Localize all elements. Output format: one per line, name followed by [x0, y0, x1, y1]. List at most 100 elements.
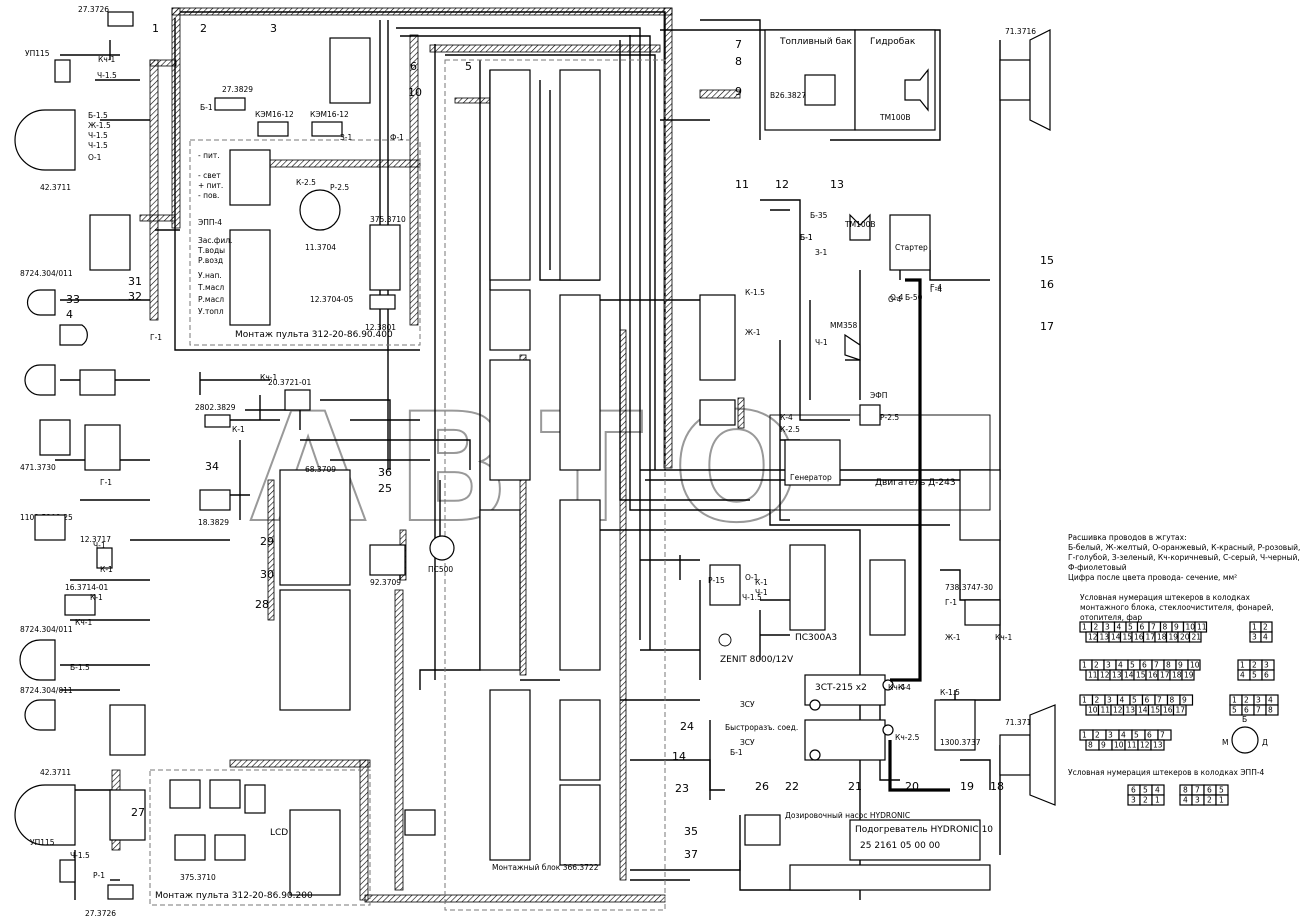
- wire-label: Б-1: [200, 103, 213, 112]
- wire-label: К-2.5: [296, 178, 316, 187]
- plug-mb-num: 15: [1123, 633, 1133, 642]
- panel-boundary-2: [149, 769, 371, 906]
- plug-mb-num: 14: [1111, 633, 1121, 642]
- epp-plug-8-num: 5: [1219, 786, 1224, 795]
- plug-sq4-num: 1: [1232, 696, 1237, 705]
- wire-label: Ч-1.5: [88, 131, 108, 140]
- callout-13: 13: [830, 178, 844, 191]
- svg-text:ТМ100В: ТМ100В: [844, 220, 876, 229]
- wire-label: Ч-1.5: [97, 71, 117, 80]
- plug-sq4-num: 6: [1244, 706, 1249, 715]
- callout-28: 28: [255, 598, 269, 611]
- hydro-tank-box: Гидробак ТМ100В: [854, 29, 936, 131]
- plug-sq3: [1261, 669, 1275, 681]
- plug-wiper-num: 4: [1118, 661, 1123, 670]
- plug-heater-num: 2: [1095, 731, 1100, 740]
- wire-label: Г-4: [930, 283, 942, 292]
- plug-lamp-num: 2: [1095, 696, 1100, 705]
- epp-plug-8-num: 8: [1183, 786, 1188, 795]
- plug-heater-num: 5: [1134, 731, 1139, 740]
- plug-sq3-num: 4: [1240, 671, 1245, 680]
- plug-sq4-num: 3: [1256, 696, 1261, 705]
- plug-lamp-num: 8: [1170, 696, 1175, 705]
- epp4-pin-label: - пов.: [198, 191, 219, 200]
- plug-wiper-num: 6: [1142, 661, 1147, 670]
- wire-label: Р-1: [93, 871, 105, 880]
- callout-22: 22: [785, 780, 799, 793]
- callout-26: 26: [755, 780, 769, 793]
- epp4-pin-label: Р.возд: [198, 256, 223, 265]
- mounting-block-boundary: [444, 59, 666, 911]
- wire-label: Ч-1.5: [70, 851, 90, 860]
- plug-wiper: [1181, 669, 1195, 681]
- plug-heater-num: 4: [1121, 731, 1126, 740]
- epp4-pin-label: Р.масл: [198, 295, 224, 304]
- svg-text:71.3716: 71.3716: [1005, 27, 1036, 36]
- svg-text:ЭПП-4: ЭПП-4: [198, 218, 222, 227]
- wire-label: К-4: [898, 683, 911, 692]
- epp-plug-8-num: 6: [1207, 786, 1212, 795]
- battery-cable: [890, 278, 922, 682]
- svg-text:КЭМ16-12: КЭМ16-12: [310, 110, 349, 119]
- svg-text:Топливный бак: Топливный бак: [779, 37, 853, 47]
- callout-15: 15: [1040, 254, 1054, 267]
- epp-plug-6-num: 2: [1143, 796, 1148, 805]
- legend: Расшивка проводов в жгутах: Б-белый, Ж-ж…: [1068, 533, 1300, 806]
- plug-mb-num: 8: [1163, 623, 1168, 632]
- plug-lamp-num: 13: [1126, 706, 1136, 715]
- plug-mb-num: 21: [1192, 633, 1202, 642]
- plug-wiper-num: 5: [1130, 661, 1135, 670]
- svg-text:М: М: [1222, 738, 1228, 747]
- wire-label: Ч-1.5: [742, 593, 762, 602]
- plug-heater-num: 6: [1147, 731, 1152, 740]
- wire-label: Кч-4: [888, 683, 905, 692]
- plug-heater-num: 13: [1153, 741, 1163, 750]
- plug-wiper-num: 9: [1178, 661, 1183, 670]
- svg-text:27.3726: 27.3726: [85, 909, 116, 918]
- panel2-components: 375.3710 LCD Монтаж пульта 312-20-86.90.…: [155, 779, 436, 901]
- svg-text:42.3711: 42.3711: [40, 768, 71, 777]
- svg-text:ЭФП: ЭФП: [870, 391, 887, 400]
- plug-wiper-num: 10: [1190, 661, 1200, 670]
- callout-4: 4: [66, 308, 73, 321]
- epp-plug-6-num: 3: [1131, 796, 1136, 805]
- svg-text:42.3711: 42.3711: [40, 183, 71, 192]
- svg-text:375.3710: 375.3710: [180, 873, 216, 882]
- callout-29: 29: [260, 535, 274, 548]
- callout-18: 18: [990, 780, 1004, 793]
- epp4-pin-label: Т.воды: [197, 246, 225, 255]
- svg-text:11.3704: 11.3704: [305, 243, 336, 252]
- epp4-pin-label: Т.масл: [197, 283, 224, 292]
- plug-heater-num: 3: [1108, 731, 1113, 740]
- plug-sq4-num: 7: [1256, 706, 1261, 715]
- svg-text:92.3709: 92.3709: [370, 578, 401, 587]
- callout-14: 14: [672, 750, 686, 763]
- plug-sq4-num: 4: [1268, 696, 1273, 705]
- wire-label: Ж-1: [745, 328, 761, 337]
- plug-mb-num: 20: [1180, 633, 1190, 642]
- svg-text:В26.3827: В26.3827: [770, 91, 806, 100]
- wire-label: Б-1: [800, 233, 813, 242]
- svg-text:27.3726: 27.3726: [78, 5, 109, 14]
- wire-label: К-1: [90, 593, 103, 602]
- legend-line: Б-белый, Ж-желтый, О-оранжевый, К-красны…: [1068, 543, 1300, 552]
- wire-routes: [55, 11, 1001, 900]
- svg-text:25 2161 05 00 00: 25 2161 05 00 00: [860, 841, 940, 851]
- plug-sq3-num: 6: [1264, 671, 1269, 680]
- plug-wiper-num: 8: [1166, 661, 1171, 670]
- wire-label: Ч-1: [755, 588, 768, 597]
- plug-heater-num: 7: [1160, 731, 1165, 740]
- wire-label: Б-1.5: [70, 663, 90, 672]
- plug-mb-num: 17: [1146, 633, 1156, 642]
- plug-sq4-num: 5: [1232, 706, 1237, 715]
- svg-text:Стартер: Стартер: [895, 243, 928, 252]
- wire-label: Б-1.5: [88, 111, 108, 120]
- mounting-block-label: Монтажный блок 366.3722: [492, 863, 599, 872]
- epp-plug-8-num: 4: [1183, 796, 1188, 805]
- plug-mb: [1188, 631, 1202, 643]
- callout-2: 2: [200, 22, 207, 35]
- plug-wiper-num: 12: [1100, 671, 1110, 680]
- wire-label: Ч-1: [93, 541, 106, 550]
- plug-wiper-num: 7: [1154, 661, 1159, 670]
